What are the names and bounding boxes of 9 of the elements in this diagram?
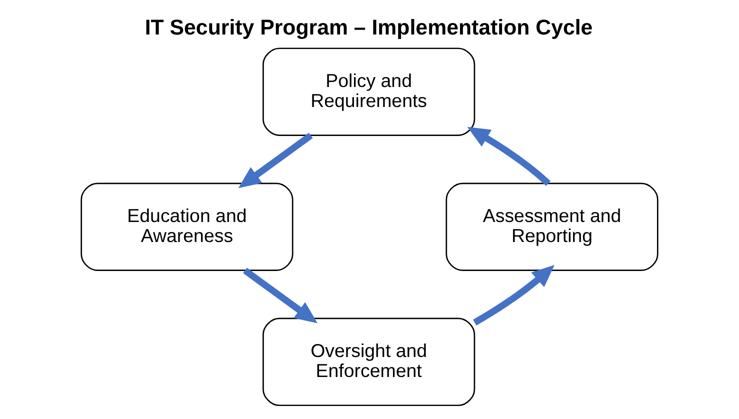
node-box: Policy and Requirements	[262, 48, 476, 136]
node-box: Education and Awareness	[80, 182, 294, 271]
arrow	[243, 268, 318, 324]
arrow	[238, 132, 313, 188]
arrow	[473, 264, 554, 326]
node-box: Assessment and Reporting	[446, 182, 658, 271]
node-box: Oversight and Enforcement	[262, 318, 476, 406]
arrow	[467, 126, 551, 186]
diagram-title: IT Security Program – Implementation Cycle	[144, 16, 593, 40]
